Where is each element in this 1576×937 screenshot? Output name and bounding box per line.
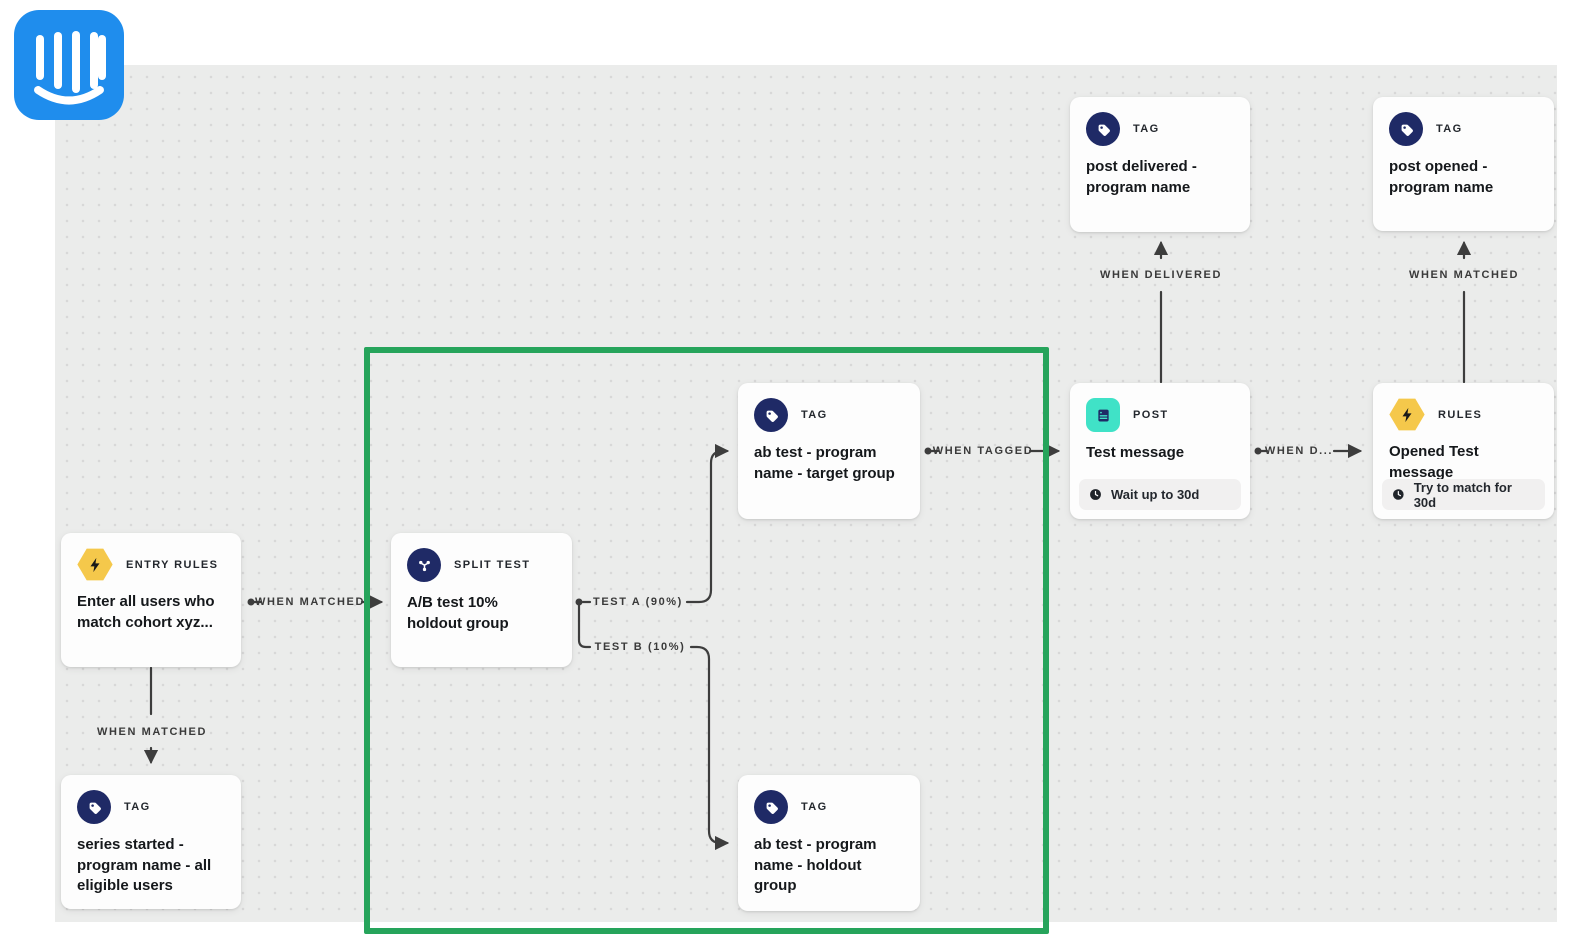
node-tag-post-opened[interactable]: TAG post opened - program name	[1373, 97, 1554, 231]
node-post-test-message[interactable]: POST Test message Wait up to 30d	[1070, 383, 1250, 519]
node-body-text: Opened Test message	[1389, 443, 1479, 481]
node-body-text: Test message	[1086, 444, 1185, 461]
clock-icon	[1393, 489, 1404, 500]
node-type-label: POST	[1133, 409, 1169, 421]
tag-icon	[754, 398, 788, 432]
tag-icon	[77, 790, 111, 824]
edge-label-when-d: WHEN D...	[1264, 445, 1334, 457]
intercom-logo	[14, 10, 124, 120]
tag-icon	[1086, 112, 1120, 146]
node-rules-opened[interactable]: RULES Opened Test message Try to match f…	[1373, 383, 1554, 519]
node-type-label: TAG	[1436, 123, 1463, 135]
node-type-label: ENTRY RULES	[126, 558, 219, 571]
clock-icon	[1090, 489, 1101, 500]
edge-label-when-matched: WHEN MATCHED	[254, 596, 366, 608]
lightning-icon	[77, 548, 113, 581]
node-type-label: TAG	[801, 409, 828, 421]
node-body-text: post delivered - program name	[1086, 158, 1197, 196]
node-body-text: ab test - program name - target group	[754, 444, 895, 482]
edge-label-test-b: TEST B (10%)	[594, 641, 686, 653]
node-tag-holdout-group[interactable]: TAG ab test - program name - holdout gro…	[738, 775, 920, 911]
node-body-text: post opened - program name	[1389, 158, 1494, 196]
split-test-icon	[407, 548, 441, 582]
node-body-text: A/B test 10% holdout group	[407, 594, 509, 632]
node-tag-post-delivered[interactable]: TAG post delivered - program name	[1070, 97, 1250, 232]
edge-label-when-delivered: WHEN DELIVERED	[1099, 269, 1223, 281]
tag-icon	[1389, 112, 1423, 146]
node-tag-series-started[interactable]: TAG series started - program name - all …	[61, 775, 241, 909]
node-type-label: TAG	[1133, 123, 1160, 135]
edge-label-when-matched: WHEN MATCHED	[1408, 269, 1520, 281]
node-type-label: TAG	[124, 801, 151, 813]
node-type-label: TAG	[801, 801, 828, 813]
node-body-text: ab test - program name - holdout group	[754, 836, 877, 895]
node-wait-badge: Wait up to 30d	[1079, 479, 1241, 510]
edge-label-test-a: TEST A (90%)	[593, 596, 683, 608]
node-tag-target-group[interactable]: TAG ab test - program name - target grou…	[738, 383, 920, 519]
node-body-text: Enter all users who match cohort xyz...	[77, 593, 215, 631]
node-body-text: series started - program name - all elig…	[77, 836, 212, 895]
node-match-badge: Try to match for 30d	[1382, 479, 1545, 510]
node-type-label: SPLIT TEST	[454, 559, 531, 571]
node-entry-rules[interactable]: ENTRY RULES Enter all users who match co…	[61, 533, 241, 667]
node-split-test[interactable]: SPLIT TEST A/B test 10% holdout group	[391, 533, 572, 667]
lightning-icon	[1389, 398, 1425, 431]
edge-label-when-matched: WHEN MATCHED	[96, 726, 208, 738]
edge-label-when-tagged: WHEN TAGGED	[932, 445, 1034, 457]
post-icon	[1086, 398, 1120, 432]
node-type-label: RULES	[1438, 408, 1483, 421]
tag-icon	[754, 790, 788, 824]
